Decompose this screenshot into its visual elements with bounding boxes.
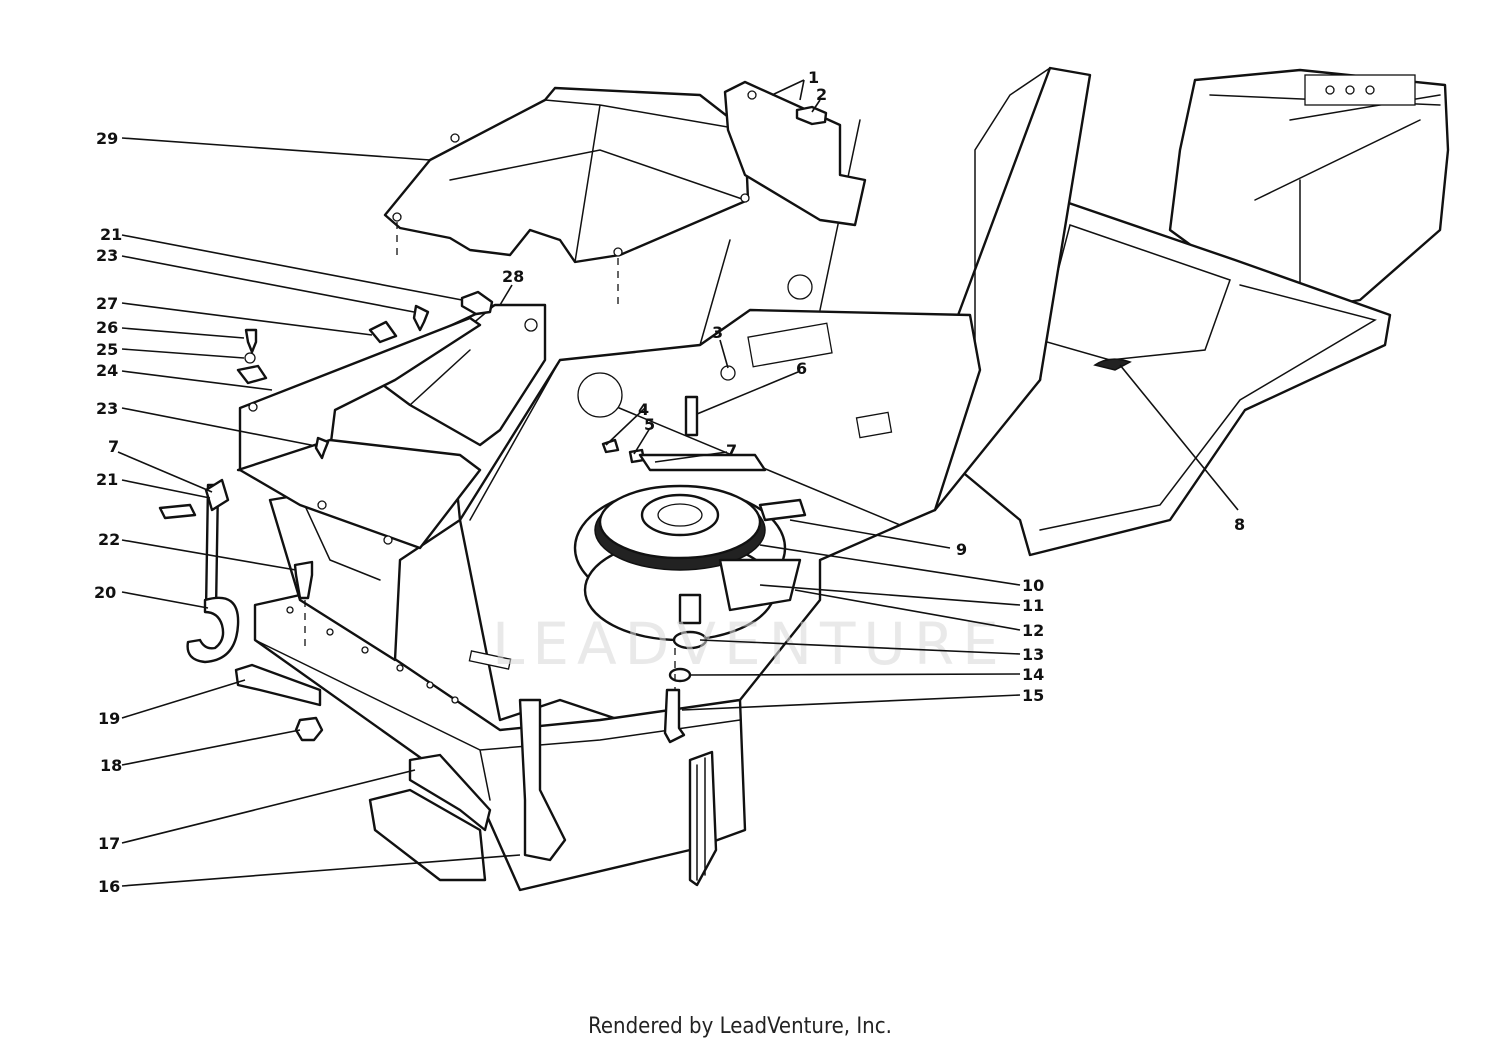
part-21-bolt-lower (293, 560, 314, 600)
part-24-shield (236, 316, 482, 550)
callout-29: 29 (96, 129, 118, 148)
callout-12: 12 (1022, 621, 1044, 640)
part-17-hitch-bracket (408, 753, 492, 832)
part-13-spacer (678, 593, 702, 625)
callout-26: 26 (96, 318, 118, 337)
callout-1: 1 (808, 68, 819, 87)
render-credit: Rendered by LeadVenture, Inc. (588, 1014, 892, 1039)
callout-16: 16 (98, 877, 120, 896)
callout-2: 2 (816, 85, 827, 104)
front-step (368, 788, 487, 882)
callout-3: 3 (712, 323, 723, 342)
callout-28: 28 (502, 267, 524, 286)
part-24-clip-nut (236, 364, 268, 385)
callout-25: 25 (96, 340, 118, 359)
callout-19: 19 (98, 709, 120, 728)
part-23-screw-lower (314, 436, 330, 460)
callout-27: 27 (96, 294, 118, 313)
part-26-screw (244, 328, 258, 354)
pto-clutch-assembly (573, 453, 807, 744)
callout-6: 6 (796, 359, 807, 378)
callout-20: 20 (94, 583, 116, 602)
part-18-nut (294, 716, 324, 742)
part-7-cable (638, 453, 767, 472)
part-23-screw-upper (412, 304, 430, 332)
leader-lines (117, 79, 1239, 887)
callout-5: 5 (644, 415, 655, 434)
part-7-lever (204, 478, 230, 512)
callout-9: 9 (956, 540, 967, 559)
callout-8: 8 (1234, 515, 1245, 534)
part-6-pin (684, 395, 699, 437)
part-19-clevis (234, 663, 322, 707)
callout-23-lower: 23 (96, 399, 118, 418)
part-3-grommet (720, 365, 736, 381)
part-9-arm (758, 498, 807, 522)
callout-15: 15 (1022, 686, 1044, 705)
hitch-linkage (158, 478, 567, 862)
part-15-bolt (663, 688, 686, 744)
callout-22: 21 (96, 470, 118, 489)
part-20-hook (186, 596, 240, 664)
part-27-clip (368, 320, 398, 344)
part-21-bolt-upper (460, 290, 494, 316)
callouts: 29 1 2 21 23 28 27 26 25 24 23 7 21 22 2… (94, 68, 1245, 896)
callout-7-right: 7 (726, 441, 737, 460)
part-25-washer (244, 352, 256, 364)
callout-21-upper: 21 (100, 225, 122, 244)
callout-11: 11 (1022, 596, 1044, 615)
watermark: LEADVENTURE (492, 610, 1007, 678)
part-2-bolt (795, 105, 828, 126)
part-22-pin (158, 503, 197, 520)
callout-4: 4 (638, 400, 649, 419)
callout-7-left: 7 (108, 437, 119, 456)
callout-23-upper: 23 (96, 246, 118, 265)
hitch-plate (688, 750, 718, 887)
callout-24: 24 (96, 361, 118, 380)
part-1-bracket (723, 80, 867, 227)
part-16-hitch-link (518, 698, 567, 862)
part-29-cover (383, 86, 750, 310)
callout-10: 10 (1022, 576, 1044, 595)
callout-14: 14 (1022, 665, 1044, 684)
callout-17: 17 (98, 834, 120, 853)
callout-18: 18 (100, 756, 122, 775)
callout-13: 13 (1022, 645, 1044, 664)
callout-21-lower: 22 (98, 530, 120, 549)
